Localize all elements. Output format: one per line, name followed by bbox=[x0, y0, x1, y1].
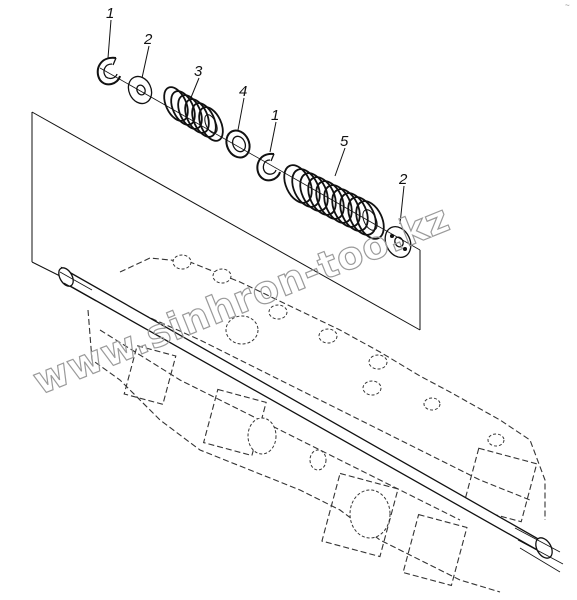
housing-bolts bbox=[172, 254, 505, 539]
spring-part-5 bbox=[283, 164, 385, 240]
callout-1b: 1 bbox=[271, 107, 279, 124]
spring-part-3 bbox=[163, 86, 224, 142]
callout-5: 5 bbox=[340, 133, 349, 150]
assembly-axis bbox=[99, 67, 421, 251]
explosion-frame bbox=[31, 111, 421, 331]
callout-leaders bbox=[107, 19, 405, 225]
washer-part-2a bbox=[127, 75, 153, 105]
callout-1a: 1 bbox=[106, 5, 114, 22]
callout-labels: 1 2 3 4 1 5 2 bbox=[106, 5, 408, 188]
callout-3: 3 bbox=[194, 63, 203, 80]
corner-mark: ~ bbox=[565, 1, 570, 10]
circlip-part-1a bbox=[96, 56, 121, 86]
shift-rod bbox=[58, 266, 564, 573]
callout-2b: 2 bbox=[398, 171, 408, 188]
callout-4: 4 bbox=[239, 83, 247, 100]
callout-2a: 2 bbox=[143, 31, 153, 48]
ring-part-4 bbox=[225, 129, 251, 159]
circlip-part-1b bbox=[256, 152, 281, 182]
parts bbox=[96, 56, 412, 259]
